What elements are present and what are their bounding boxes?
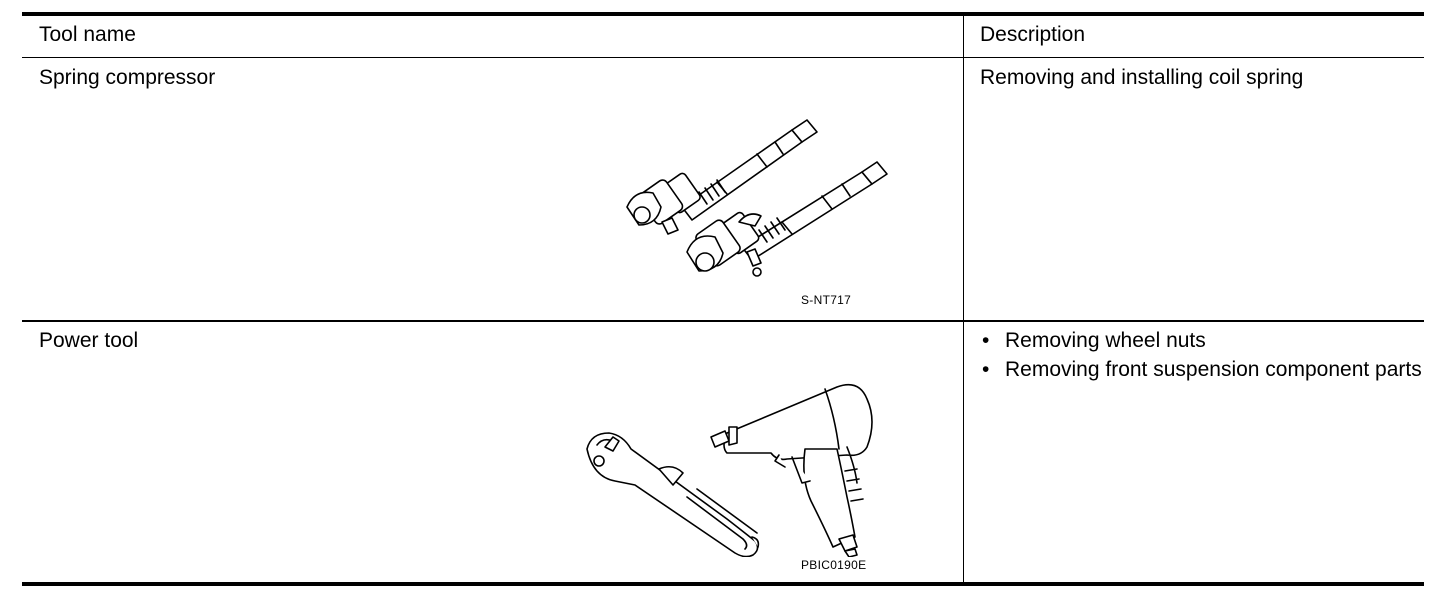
row2-tool-name: Power tool xyxy=(39,329,139,352)
tools-table: Tool name Description Spring compressor … xyxy=(22,12,1424,586)
spring-compressor-icon xyxy=(626,119,888,277)
row-divider xyxy=(22,320,1424,322)
row2-description-list: •Removing wheel nuts •Removing front sus… xyxy=(980,326,1425,384)
row1-tool-name: Spring compressor xyxy=(39,66,216,89)
row2-description-item-2: Removing front suspension component part… xyxy=(1005,358,1422,381)
column-divider xyxy=(963,16,964,582)
list-item: •Removing front suspension component par… xyxy=(982,358,1422,381)
row2-description-item-1: Removing wheel nuts xyxy=(1005,329,1206,352)
table-bottom-rule xyxy=(22,582,1424,586)
power-tool-icon xyxy=(586,383,873,557)
header-tool-name: Tool name xyxy=(39,23,136,46)
header-divider xyxy=(22,57,1424,58)
list-item: •Removing wheel nuts xyxy=(982,329,1206,352)
table-top-rule xyxy=(22,12,1424,16)
row1-figure-code: S-NT717 xyxy=(801,293,852,307)
row1-description: Removing and installing coil spring xyxy=(980,66,1304,89)
row2-figure-code: PBIC0190E xyxy=(801,558,867,572)
header-description: Description xyxy=(980,23,1086,46)
